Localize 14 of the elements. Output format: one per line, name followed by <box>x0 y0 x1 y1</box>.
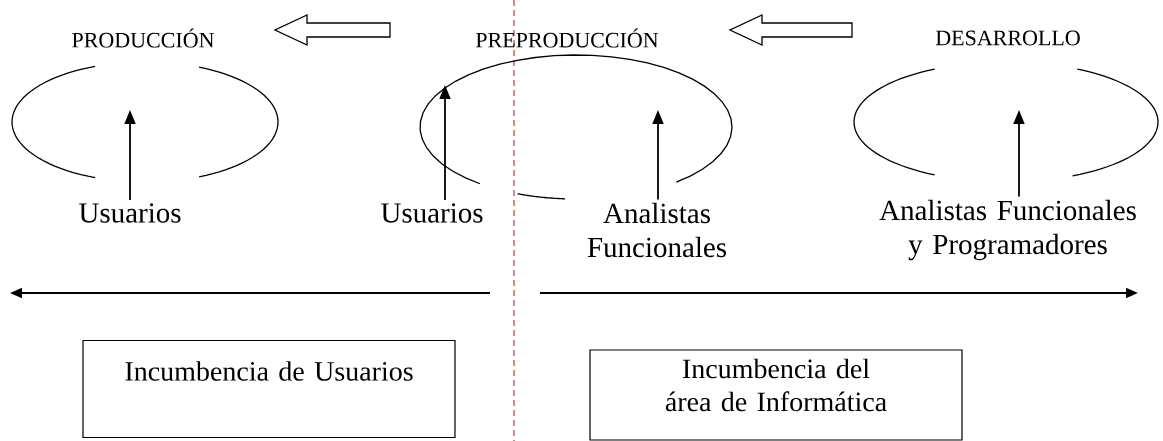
cycle-arc <box>853 68 1159 177</box>
stage-label: DESARROLLO <box>935 30 1080 46</box>
stage-label: PRODUCCIÓN <box>72 28 214 48</box>
block-arrow <box>273 13 391 47</box>
role-label: Analistas Funcionales <box>587 202 727 258</box>
stage-label: PREPRODUCCIÓN <box>475 28 659 48</box>
responsibility-box: Incumbencia del área de Informática <box>589 349 963 441</box>
responsibility-box: Incumbencia de Usuarios <box>82 339 456 439</box>
role-label: Analistas Funcionales y Programadores <box>879 199 1136 261</box>
cycle-arc <box>11 65 279 179</box>
cycle-arc <box>419 54 733 200</box>
block-arrow <box>728 13 853 47</box>
role-label: Usuarios <box>79 203 181 223</box>
role-label: Usuarios <box>381 203 483 223</box>
